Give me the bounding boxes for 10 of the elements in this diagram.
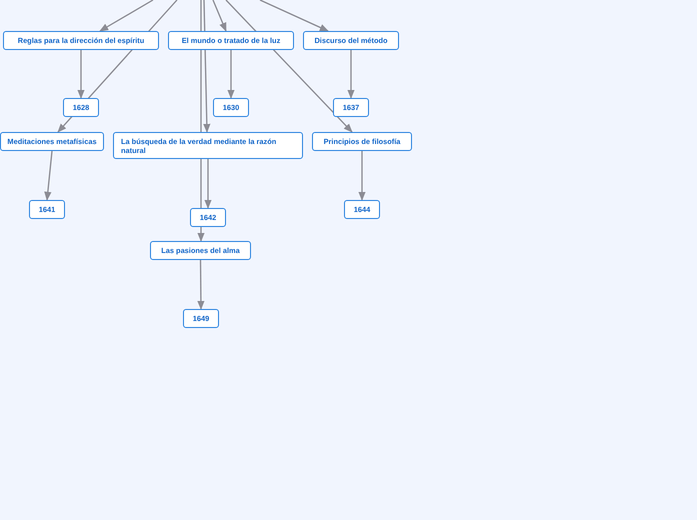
arrow: [77, 50, 85, 99]
arrow: [347, 50, 355, 99]
arrow: [358, 151, 366, 201]
arrow: [197, 260, 205, 310]
arrow: [44, 150, 53, 201]
arrow: [212, 0, 227, 32]
arrow: [99, 0, 154, 32]
arrow: [204, 159, 212, 209]
arrow: [260, 0, 329, 32]
arrow: [227, 50, 235, 99]
